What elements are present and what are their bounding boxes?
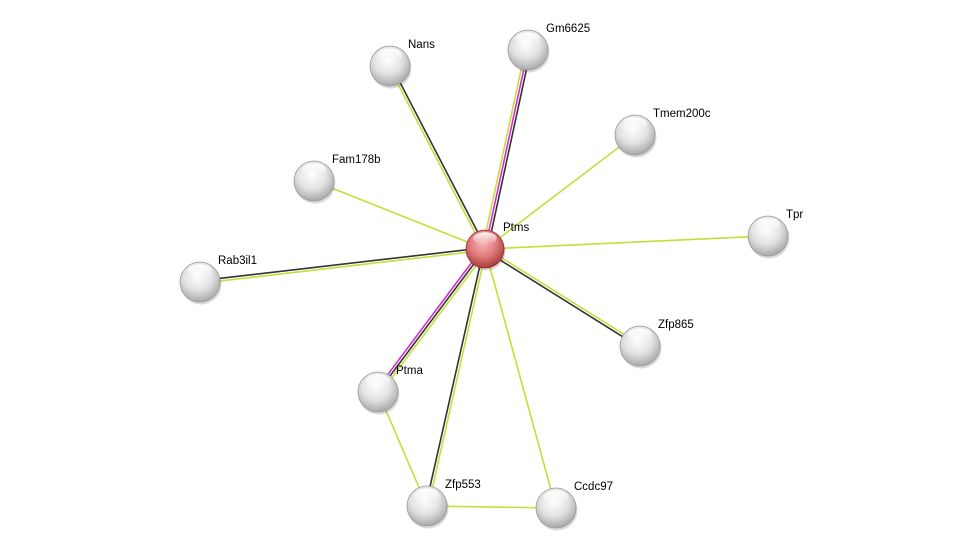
edge-line-textmining — [426, 505, 557, 509]
node-highlight — [414, 488, 440, 502]
edge-line-coexpression — [424, 248, 485, 506]
node-nans[interactable]: Nans — [369, 39, 435, 89]
node-label: Tpr — [786, 209, 803, 221]
node-highlight — [301, 163, 327, 177]
node-gm6625[interactable]: Gm6625 — [507, 23, 590, 73]
node-label: Gm6625 — [546, 23, 590, 35]
edge-ptms-gm6625[interactable] — [481, 49, 532, 250]
node-zfp553[interactable]: Zfp553 — [406, 479, 481, 529]
edge-line-textmining — [481, 49, 527, 249]
edge-ptms-zfp553[interactable] — [424, 248, 488, 507]
edge-ptms-tpr[interactable] — [484, 235, 769, 250]
edge-line-coexpression — [199, 246, 485, 282]
edge-ptms-ccdc97[interactable] — [484, 248, 557, 509]
node-highlight — [187, 264, 213, 278]
node-rab3il1[interactable]: Rab3il1 — [179, 255, 257, 305]
node-highlight — [622, 117, 648, 131]
node-ptms[interactable]: Ptms — [465, 222, 529, 271]
edge-line-experiments — [484, 49, 529, 250]
node-highlight — [543, 490, 569, 504]
edge-line-textmining — [484, 248, 557, 509]
node-fam178b[interactable]: Fam178b — [293, 154, 381, 204]
edge-line-textmining — [200, 249, 486, 285]
edge-line-textmining — [379, 250, 488, 395]
node-highlight — [755, 218, 781, 232]
edge-line-experiments — [375, 246, 484, 391]
edge-line-textmining — [388, 66, 485, 250]
edge-ptms-ptma[interactable] — [375, 246, 488, 395]
edge-line-textmining — [313, 180, 486, 250]
edge-ptma-zfp553[interactable] — [377, 391, 428, 507]
edge-ptms-tmem200c[interactable] — [484, 134, 636, 250]
nodes-layer: Ptms Nans Gm6625Tmem200cFam178bTprRab3il1Z… — [179, 23, 803, 531]
node-highlight — [377, 48, 403, 62]
node-label: Nans — [408, 39, 435, 51]
edge-ptms-fam178b[interactable] — [313, 180, 486, 250]
node-ccdc97[interactable]: Ccdc97 — [535, 481, 613, 531]
node-tmem200c[interactable]: Tmem200c — [614, 108, 711, 158]
edge-line-coexpression — [390, 65, 487, 249]
node-highlight — [473, 232, 497, 245]
node-label: Zfp553 — [445, 479, 481, 491]
node-label: Rab3il1 — [218, 255, 257, 267]
node-ptma[interactable]: Ptma — [357, 365, 423, 415]
node-tpr[interactable]: Tpr — [747, 209, 803, 259]
edge-line-textmining — [377, 391, 428, 507]
node-highlight — [515, 32, 541, 46]
node-zfp865[interactable]: Zfp865 — [619, 319, 694, 369]
edge-zfp553-ccdc97[interactable] — [426, 505, 557, 509]
node-label: Ptma — [396, 365, 423, 377]
node-label: Tmem200c — [653, 108, 711, 120]
edge-ptms-nans[interactable] — [388, 65, 487, 250]
edge-line-textmining — [485, 247, 642, 346]
node-label: Ptms — [503, 222, 529, 234]
edge-line-textmining — [427, 249, 488, 507]
edge-line-textmining — [484, 134, 636, 250]
edge-ptms-zfp865[interactable] — [483, 247, 642, 348]
node-label: Zfp865 — [658, 319, 694, 331]
edge-line-coexpression — [483, 249, 640, 348]
node-label: Ccdc97 — [574, 481, 613, 493]
node-highlight — [365, 374, 391, 388]
edge-ptms-rab3il1[interactable] — [199, 246, 486, 285]
edges-layer — [199, 49, 769, 509]
edge-line-coexpression — [377, 248, 486, 393]
node-highlight — [627, 328, 653, 342]
edge-line-coexpression — [486, 50, 532, 250]
edge-line-textmining — [484, 235, 769, 250]
node-label: Fam178b — [332, 154, 381, 166]
